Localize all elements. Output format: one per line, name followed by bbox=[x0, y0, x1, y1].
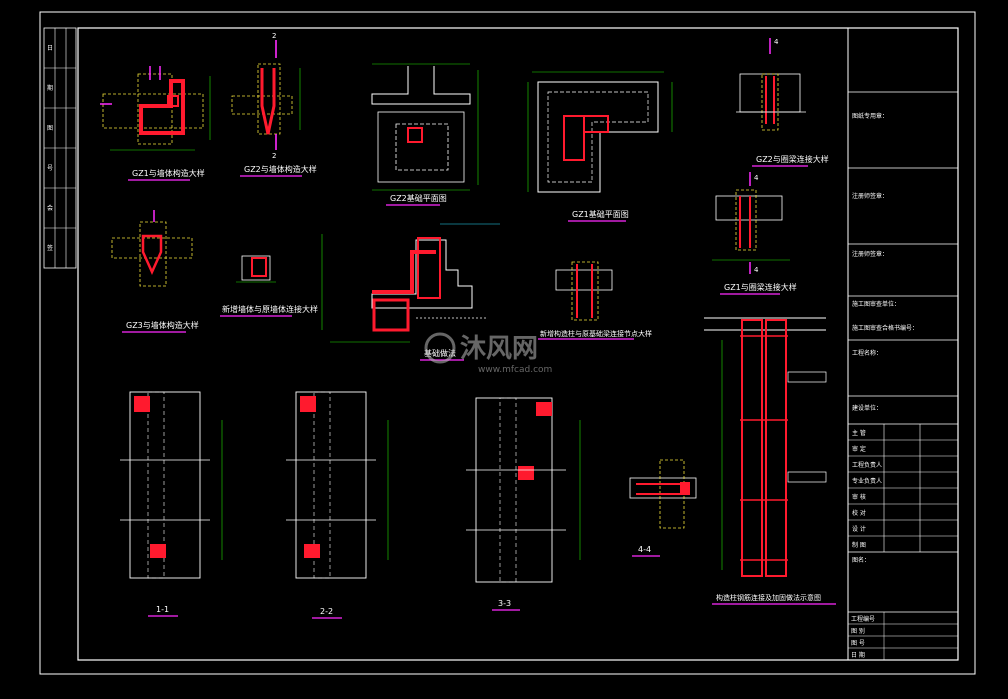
title-block: 图纸专用章： 注册师签章： 注册师签章： 施工图审查单位： 施工图审查合格书编号… bbox=[847, 27, 959, 661]
tb-footer-row-1: 工程编号 bbox=[851, 615, 875, 623]
section-mark-2-top: 2 bbox=[272, 32, 276, 40]
strip-label-2: 期 bbox=[47, 84, 53, 92]
detail-gz2-beam: 4 GZ2与圈梁连接大样 bbox=[736, 38, 829, 167]
tb-footer-row-4: 日 期 bbox=[851, 651, 865, 659]
watermark-url: www.mfcad.com bbox=[478, 365, 552, 375]
caption-gz3-wall-corner: GZ3与墙体构造大样 bbox=[126, 320, 199, 330]
caption-gz1-beam: GZ1与圈梁连接大样 bbox=[724, 282, 797, 292]
watermark: 沐风网 www.mfcad.com bbox=[424, 332, 552, 375]
detail-gz1-wall-corner: GZ1与墙体构造大样 bbox=[100, 66, 211, 181]
tb-sign-row-5: 审 核 bbox=[852, 493, 866, 501]
tb-engineer-label-2: 注册师签章： bbox=[852, 250, 888, 258]
caption-section-3: 3-3 bbox=[498, 599, 511, 608]
tb-engineer-label-1: 注册师签章： bbox=[852, 192, 888, 200]
strip-label-1: 日 bbox=[47, 45, 53, 52]
tb-sign-row-6: 校 对 bbox=[852, 509, 866, 517]
section-1-1: 1-1 bbox=[120, 391, 223, 617]
caption-column-elevation: 构造柱钢筋连接及加固做法示意图 bbox=[716, 593, 821, 602]
detail-new-old-wall: 新增墙体与原墙体连接大样 bbox=[220, 255, 318, 317]
left-binding-strip: 日 期 图 号 会 签 bbox=[43, 27, 77, 269]
detail-gz2-plan: GZ2基础平面图 bbox=[371, 63, 479, 206]
section-4-4: 4-4 bbox=[629, 459, 697, 557]
tb-sign-row-1: 主 管 bbox=[852, 429, 866, 437]
strip-label-5: 会 bbox=[47, 204, 53, 212]
tb-drawing-name: 图名： bbox=[852, 556, 870, 564]
detail-bar-splice: 新增构造柱与原基础梁连接节点大样 bbox=[538, 261, 652, 340]
section-2-2: 2-2 bbox=[286, 391, 389, 619]
caption-foundation-detail: 基础做法 bbox=[424, 348, 456, 358]
detail-foundation-section: 基础做法 bbox=[321, 223, 500, 361]
caption-gz2-plan: GZ2基础平面图 bbox=[390, 193, 447, 203]
caption-bar-splice: 新增构造柱与原基础梁连接节点大样 bbox=[540, 329, 652, 338]
tb-review-number: 施工图审查合格书编号： bbox=[852, 324, 918, 332]
section-mark-4-c: 4 bbox=[754, 266, 759, 274]
tb-sign-row-2: 审 定 bbox=[852, 445, 866, 453]
caption-new-old-wall: 新增墙体与原墙体连接大样 bbox=[222, 304, 318, 314]
section-3-3: 3-3 bbox=[466, 397, 581, 611]
watermark-logo bbox=[424, 332, 456, 364]
section-mark-4-a: 4 bbox=[774, 38, 779, 46]
tb-stamp-label: 图纸专用章： bbox=[852, 112, 888, 120]
tb-sign-row-3: 工程负责人 bbox=[852, 461, 882, 469]
detail-gz3-wall-corner: GZ3与墙体构造大样 bbox=[111, 210, 199, 333]
section-mark-2-bottom: 2 bbox=[272, 152, 276, 160]
tb-sign-row-7: 设 计 bbox=[852, 525, 866, 533]
tb-review-unit: 施工图审查单位： bbox=[852, 300, 900, 308]
section-mark-4-b: 4 bbox=[754, 174, 759, 182]
tb-footer-row-3: 图 号 bbox=[851, 640, 865, 647]
watermark-brand: 沐风网 bbox=[460, 334, 538, 364]
sheet-outer-border bbox=[39, 11, 976, 675]
caption-gz1-plan: GZ1基础平面图 bbox=[572, 209, 629, 219]
tb-project-name: 工程名称： bbox=[852, 349, 882, 357]
strip-label-6: 签 bbox=[47, 244, 53, 252]
caption-section-4: 4-4 bbox=[638, 545, 651, 554]
tb-sign-row-4: 专业负责人 bbox=[852, 477, 882, 485]
caption-gz1-wall-corner: GZ1与墙体构造大样 bbox=[132, 168, 205, 178]
detail-gz1-beam: 4 4 GZ1与圈梁连接大样 bbox=[712, 172, 797, 295]
detail-gz2-wall-corner: 2 2 GZ2与墙体构造大样 bbox=[231, 32, 317, 177]
strip-label-3: 图 bbox=[47, 125, 53, 132]
detail-column-elevation: 构造柱钢筋连接及加固做法示意图 bbox=[704, 317, 836, 605]
strip-label-4: 号 bbox=[47, 165, 53, 172]
caption-gz2-beam: GZ2与圈梁连接大样 bbox=[756, 154, 829, 164]
caption-section-2: 2-2 bbox=[320, 607, 333, 616]
tb-sign-row-8: 制 图 bbox=[852, 541, 866, 549]
tb-footer-row-2: 图 别 bbox=[851, 627, 865, 635]
tb-client: 建设单位： bbox=[852, 404, 882, 412]
detail-gz1-plan: GZ1基础平面图 bbox=[527, 71, 673, 222]
caption-section-1: 1-1 bbox=[156, 605, 169, 614]
caption-gz2-wall-corner: GZ2与墙体构造大样 bbox=[244, 164, 317, 174]
